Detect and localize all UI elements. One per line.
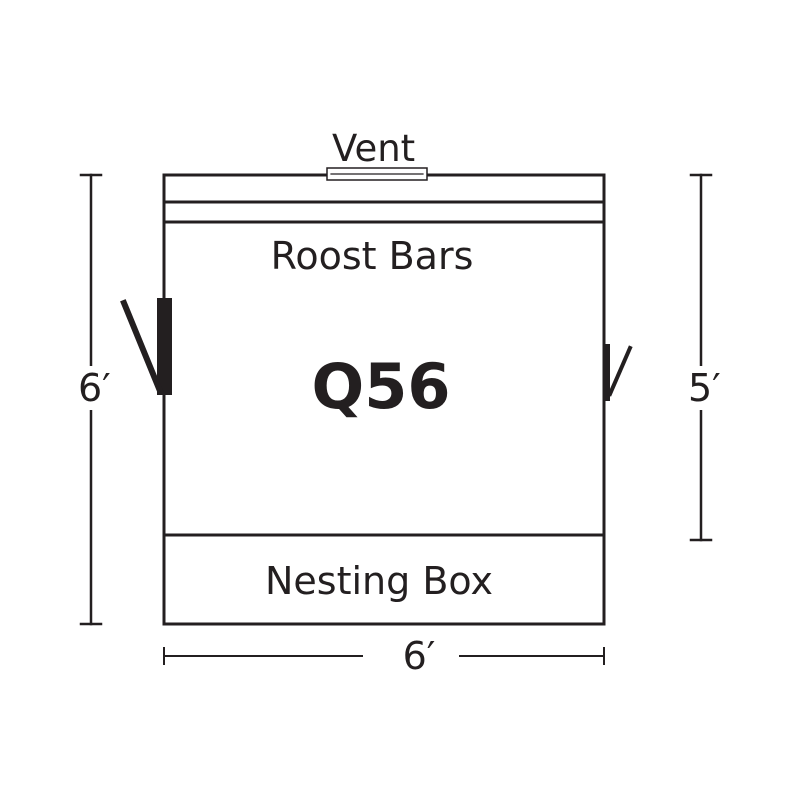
width-dimension: 6′ <box>402 634 436 678</box>
left-height-dimension: 6′ <box>78 366 111 410</box>
roost-bars-label: Roost Bars <box>270 234 474 278</box>
left-door-jamb <box>157 298 172 395</box>
left-door-swing <box>120 299 164 395</box>
right-door-jamb <box>603 344 610 401</box>
model-number: Q56 <box>311 350 451 423</box>
vent-label: Vent <box>332 127 416 170</box>
nesting-box-label: Nesting Box <box>265 559 493 603</box>
right-height-dimension: 5′ <box>688 366 721 410</box>
right-door-swing <box>607 345 633 397</box>
